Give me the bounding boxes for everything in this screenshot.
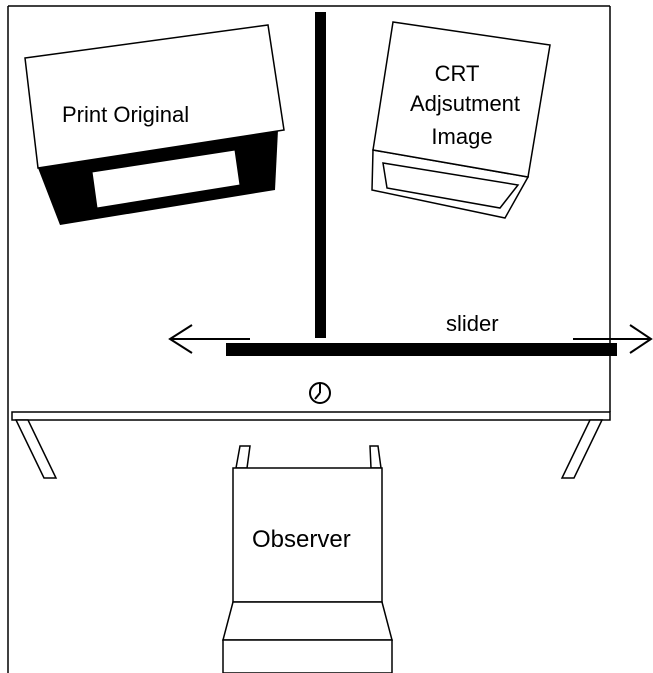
slider-arrow-left	[168, 324, 250, 354]
print-original-panel: Print Original	[24, 24, 285, 225]
observer-chair: Observer	[222, 445, 393, 673]
print-original-label: Print Original	[62, 102, 189, 127]
center-divider	[315, 12, 326, 338]
slider-arrow-right	[573, 324, 653, 354]
chair-seat	[232, 467, 383, 603]
clock-icon	[309, 382, 331, 404]
booth-table	[11, 411, 611, 479]
observer-label: Observer	[252, 526, 351, 553]
crt-adjustment-panel: CRT Adjsutment Image	[371, 21, 551, 219]
crt-label-line3: Image	[431, 124, 492, 149]
chair-base	[222, 601, 393, 641]
crt-label-line2: Adjsutment	[410, 91, 520, 116]
crt-label-line1: CRT	[435, 61, 480, 86]
slider-label: slider	[446, 311, 499, 336]
slider-bar	[226, 343, 617, 356]
chair-arm-left	[235, 445, 251, 469]
chair-foot	[222, 639, 393, 673]
table-leg-right	[560, 419, 604, 479]
table-leg-left	[14, 419, 58, 479]
chair-arm-right	[369, 445, 382, 469]
